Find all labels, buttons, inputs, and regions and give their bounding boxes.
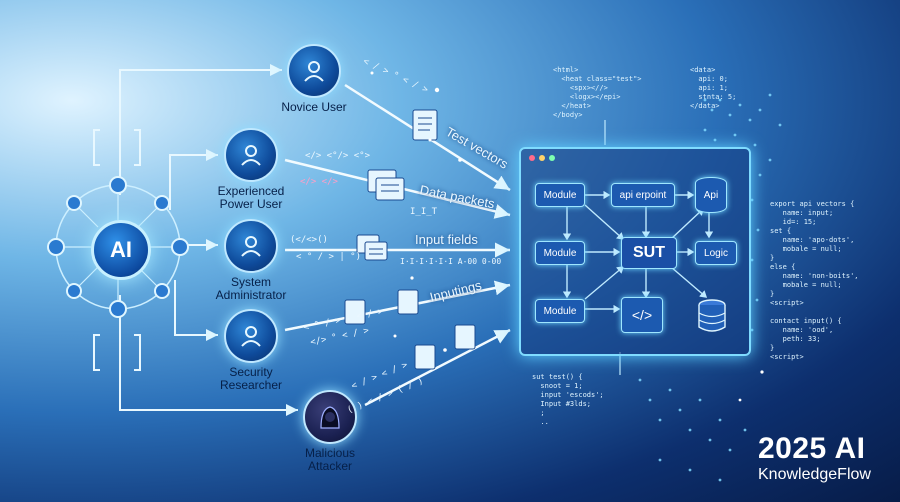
flow-label-input-fields: Input fields [415, 232, 478, 247]
api-database-box: Api [695, 177, 727, 213]
glyph-stream: I_I_T [410, 207, 438, 217]
bracket-decorations [93, 129, 141, 371]
ai-label: AI [110, 237, 132, 262]
sparkle-decorations [370, 71, 764, 402]
persona-label: Security Researcher [219, 365, 283, 392]
user-icon [224, 219, 278, 273]
document-icons [344, 109, 476, 370]
persona-malicious-attacker: Malicious Attacker [270, 390, 390, 473]
persona-system-administrator: System Administrator [191, 219, 311, 302]
glyph-stream: </> <°/> <°> [305, 151, 371, 161]
data-dot-matrix [638, 93, 782, 482]
glyph-stream: < ° / > | °) [296, 252, 362, 262]
persona-label: Experienced Power User [217, 184, 285, 211]
persona-experienced-power-user: Experienced Power User [191, 128, 311, 211]
logic-box: Logic [695, 241, 737, 265]
ai-source-node: AI [91, 220, 151, 280]
test-code-snippet: sut test() { snoot = 1; input 'escods'; … [532, 373, 604, 426]
persona-security-researcher: Security Researcher [191, 309, 311, 392]
persona-novice-user: Novice User [254, 44, 374, 114]
brand-name: KnowledgeFlow [758, 466, 871, 483]
user-icon [287, 44, 341, 98]
internal-connectors [562, 190, 714, 314]
ai-network-ring [47, 176, 189, 318]
window-dots [529, 155, 555, 161]
html-code-snippet: <html> <heat class="test"> <spx><//> <lo… [553, 66, 642, 119]
document-lines [369, 117, 432, 255]
glyph-stream: </> </> [300, 177, 338, 187]
hooded-attacker-icon [303, 390, 357, 444]
user-icon [224, 309, 278, 363]
vectors-code-snippet: export api vectors { name: input; id=: 1… [770, 200, 859, 361]
module-box-2: Module [535, 241, 585, 265]
data-code-snippet: <data> api: 0; api: 1; stnta: 5; </data> [690, 66, 737, 110]
api-endpoint-box: api erpoint [611, 183, 675, 207]
persona-label: Novice User [281, 100, 347, 114]
glyph-stream: Ι·Ι·Ι·Ι·Ι·Ι A-00 0-00 [400, 257, 502, 266]
persona-label: System Administrator [215, 275, 287, 302]
sut-core-box: SUT [621, 237, 677, 269]
user-icon [224, 128, 278, 182]
module-box-3: Module [535, 299, 585, 323]
code-brackets-icon: </> [621, 297, 663, 333]
persona-label: Malicious Attacker [304, 446, 355, 473]
sut-system-panel: Module api erpoint Api Module SUT Logic … [519, 147, 751, 356]
database-icon [697, 299, 727, 338]
module-box-1: Module [535, 183, 585, 207]
glyph-stream: (</<>() [290, 235, 328, 245]
brand-year: 2025 AI [758, 432, 866, 465]
